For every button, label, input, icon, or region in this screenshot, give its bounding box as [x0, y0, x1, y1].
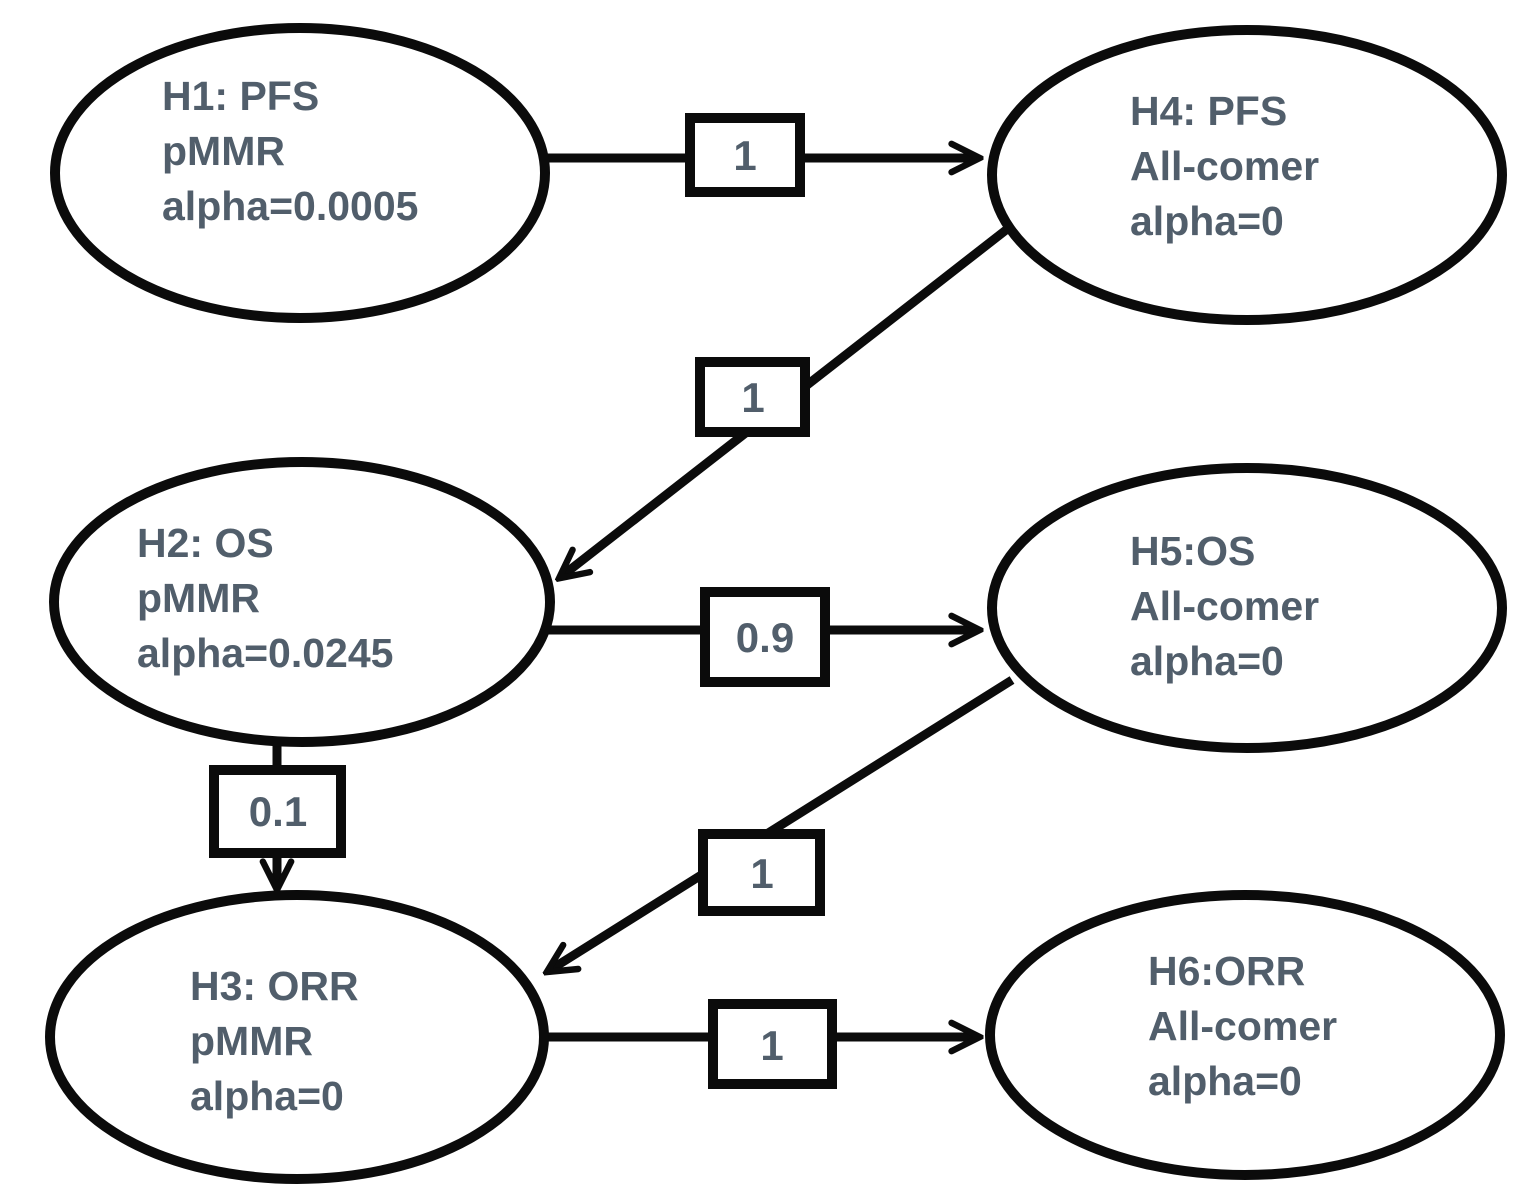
edge-h2-h3-weight-box [209, 765, 346, 858]
node-h5-label-line2: All-comer [1130, 583, 1319, 629]
node-h6-label-line1: H6:ORR [1148, 948, 1305, 994]
edge-h1-h4-weight-box [685, 113, 805, 197]
node-h6-label-line2: All-comer [1148, 1003, 1337, 1049]
edge-h5-h3-line [550, 676, 1015, 970]
edge-h3-h6-weight-box [708, 999, 837, 1089]
node-h4-label-line3: alpha=0 [1130, 198, 1284, 244]
node-h6-ellipse [985, 890, 1505, 1180]
weight-boxes [209, 113, 837, 1089]
node-h3-label-line1: H3: ORR [190, 963, 359, 1009]
edge-h5-h3-weight: 1 [750, 850, 773, 897]
edge-h2-h5-weight-box [700, 587, 830, 687]
edge-h1-h4-weight: 1 [733, 132, 756, 179]
edge-h4-h2-weight: 1 [741, 374, 764, 421]
node-h1-label-line2: pMMR [162, 128, 285, 174]
weight-labels: 1 1 0.9 0.1 1 1 [249, 132, 794, 1069]
node-h4-label-line1: H4: PFS [1130, 88, 1287, 134]
node-h2-label-line2: pMMR [137, 575, 260, 621]
edge-h2-h5-weight: 0.9 [736, 614, 794, 661]
node-h1-ellipse [50, 23, 550, 323]
edge-h4-h2-weight-box [695, 357, 810, 437]
node-h5-label-line1: H5:OS [1130, 528, 1255, 574]
node-labels: H1: PFS pMMR alpha=0.0005 H4: PFS All-co… [137, 73, 1337, 1119]
node-h2-label-line1: H2: OS [137, 520, 274, 566]
node-h3-label-line2: pMMR [190, 1018, 313, 1064]
node-h5-ellipse [987, 463, 1507, 753]
node-h3-ellipse [45, 890, 549, 1184]
node-h6-label-line3: alpha=0 [1148, 1058, 1302, 1104]
node-h2-ellipse [49, 457, 555, 747]
node-h5-label-line3: alpha=0 [1130, 638, 1284, 684]
node-h4-label-line2: All-comer [1130, 143, 1319, 189]
nodes [45, 23, 1507, 1184]
edge-h2-h3-weight: 0.1 [249, 788, 307, 835]
node-h4-ellipse [987, 25, 1507, 325]
node-h2-label-line3: alpha=0.0245 [137, 630, 393, 676]
edge-h3-h6-weight: 1 [760, 1022, 783, 1069]
node-h1-label-line1: H1: PFS [162, 73, 319, 119]
node-h3-label-line3: alpha=0 [190, 1073, 344, 1119]
node-h1-label-line3: alpha=0.0005 [162, 183, 418, 229]
edge-h5-h3-weight-box [698, 829, 825, 916]
